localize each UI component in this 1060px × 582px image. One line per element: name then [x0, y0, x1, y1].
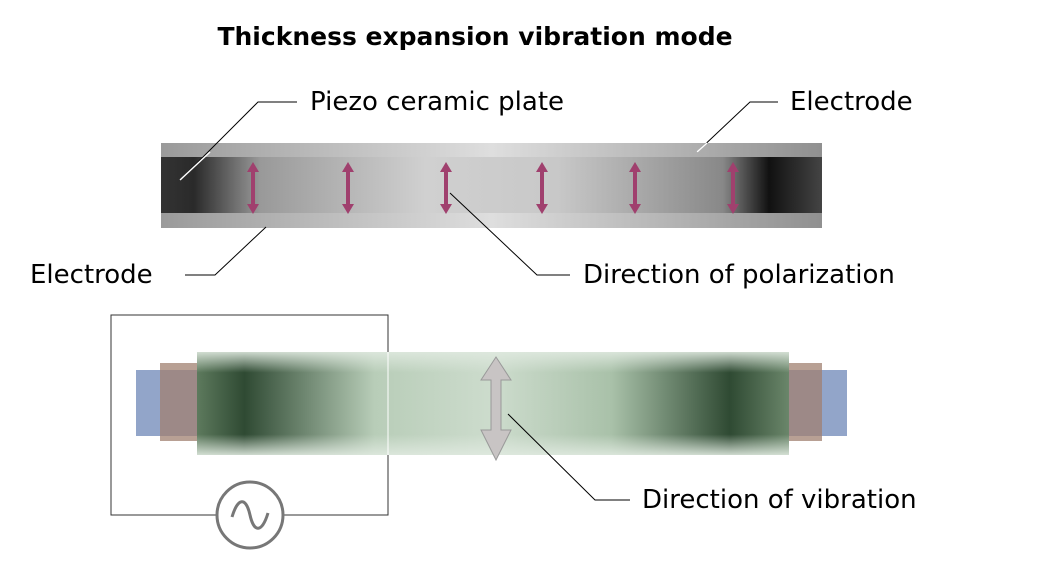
- leader-line: [507, 413, 630, 501]
- label-direction-of-vibration: Direction of vibration: [642, 485, 917, 515]
- vibrating-plate: [136, 352, 847, 462]
- bottom-electrode: [161, 213, 822, 228]
- vibration-arrow-icon: [480, 356, 512, 462]
- leader-line: [696, 101, 778, 153]
- label-electrode-top: Electrode: [790, 87, 913, 117]
- top-electrode: [161, 143, 822, 157]
- label-direction-of-polarization: Direction of polarization: [583, 260, 895, 290]
- diagram-title: Thickness expansion vibration mode: [217, 22, 733, 51]
- label-electrode-bottom: Electrode: [30, 260, 153, 290]
- label-piezo-ceramic-plate: Piezo ceramic plate: [310, 87, 565, 117]
- leader-line: [185, 226, 267, 276]
- leader-line: [449, 192, 570, 276]
- leader-line: [179, 101, 297, 181]
- circuit: [110, 314, 389, 550]
- piezo-ceramic-plate: [161, 143, 822, 228]
